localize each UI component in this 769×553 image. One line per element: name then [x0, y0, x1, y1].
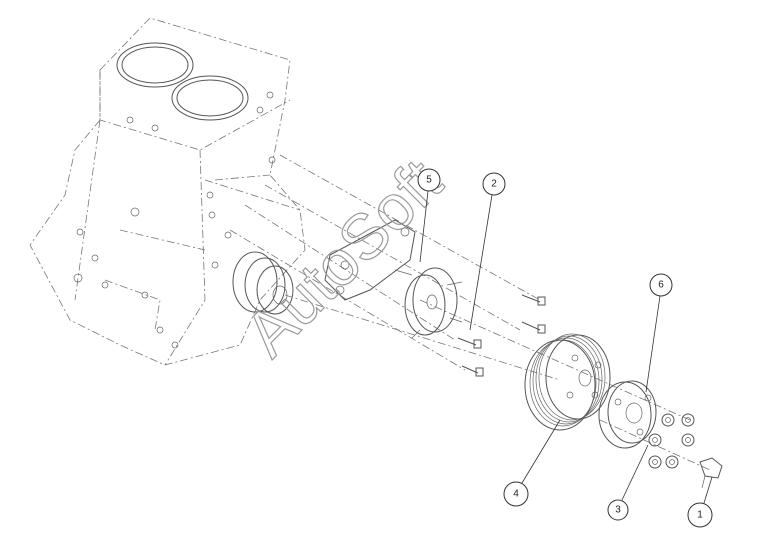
bolt	[457, 337, 482, 349]
callout-3-label: 3	[615, 505, 621, 516]
bolts	[457, 294, 546, 377]
callout-6-label: 6	[658, 280, 664, 291]
engine-block	[29, 17, 306, 366]
callout-1-circle	[687, 502, 713, 528]
callout-5-circle	[417, 168, 441, 192]
callout-1-leader	[703, 476, 713, 504]
callout-6-leader	[645, 295, 661, 393]
callout-1: 1	[687, 476, 713, 528]
callout-2-label: 2	[491, 179, 497, 190]
callout-4-circle	[503, 481, 529, 507]
callout-6: 6	[645, 273, 673, 393]
callout-5: 5	[417, 168, 441, 263]
assembly-axis-lines	[229, 154, 711, 471]
callout-5-leader	[419, 190, 429, 263]
callout-3-leader	[621, 444, 649, 501]
bolt	[521, 321, 546, 334]
callout-6-circle	[649, 273, 673, 297]
bracket-housing	[324, 219, 463, 339]
crankshaft-hub	[232, 251, 294, 315]
adapter-plate	[598, 380, 657, 449]
nuts-and-washers	[648, 413, 695, 469]
callout-3-circle	[607, 499, 629, 521]
callout-4-leader	[521, 419, 561, 484]
sensor-fitting	[699, 457, 723, 489]
callout-2-leader	[469, 194, 493, 331]
pulley	[524, 333, 611, 431]
callout-4: 4	[503, 419, 561, 507]
callout-3: 3	[607, 444, 649, 521]
callout-2: 2	[469, 172, 506, 331]
callout-4-label: 4	[513, 489, 519, 500]
callout-1-label: 1	[697, 510, 703, 521]
bolt	[461, 365, 484, 377]
callout-2-circle	[482, 172, 506, 196]
callout-group: 1 2 3 4 5 6	[417, 168, 713, 528]
callout-5-label: 5	[426, 175, 432, 186]
bolt	[521, 294, 546, 306]
